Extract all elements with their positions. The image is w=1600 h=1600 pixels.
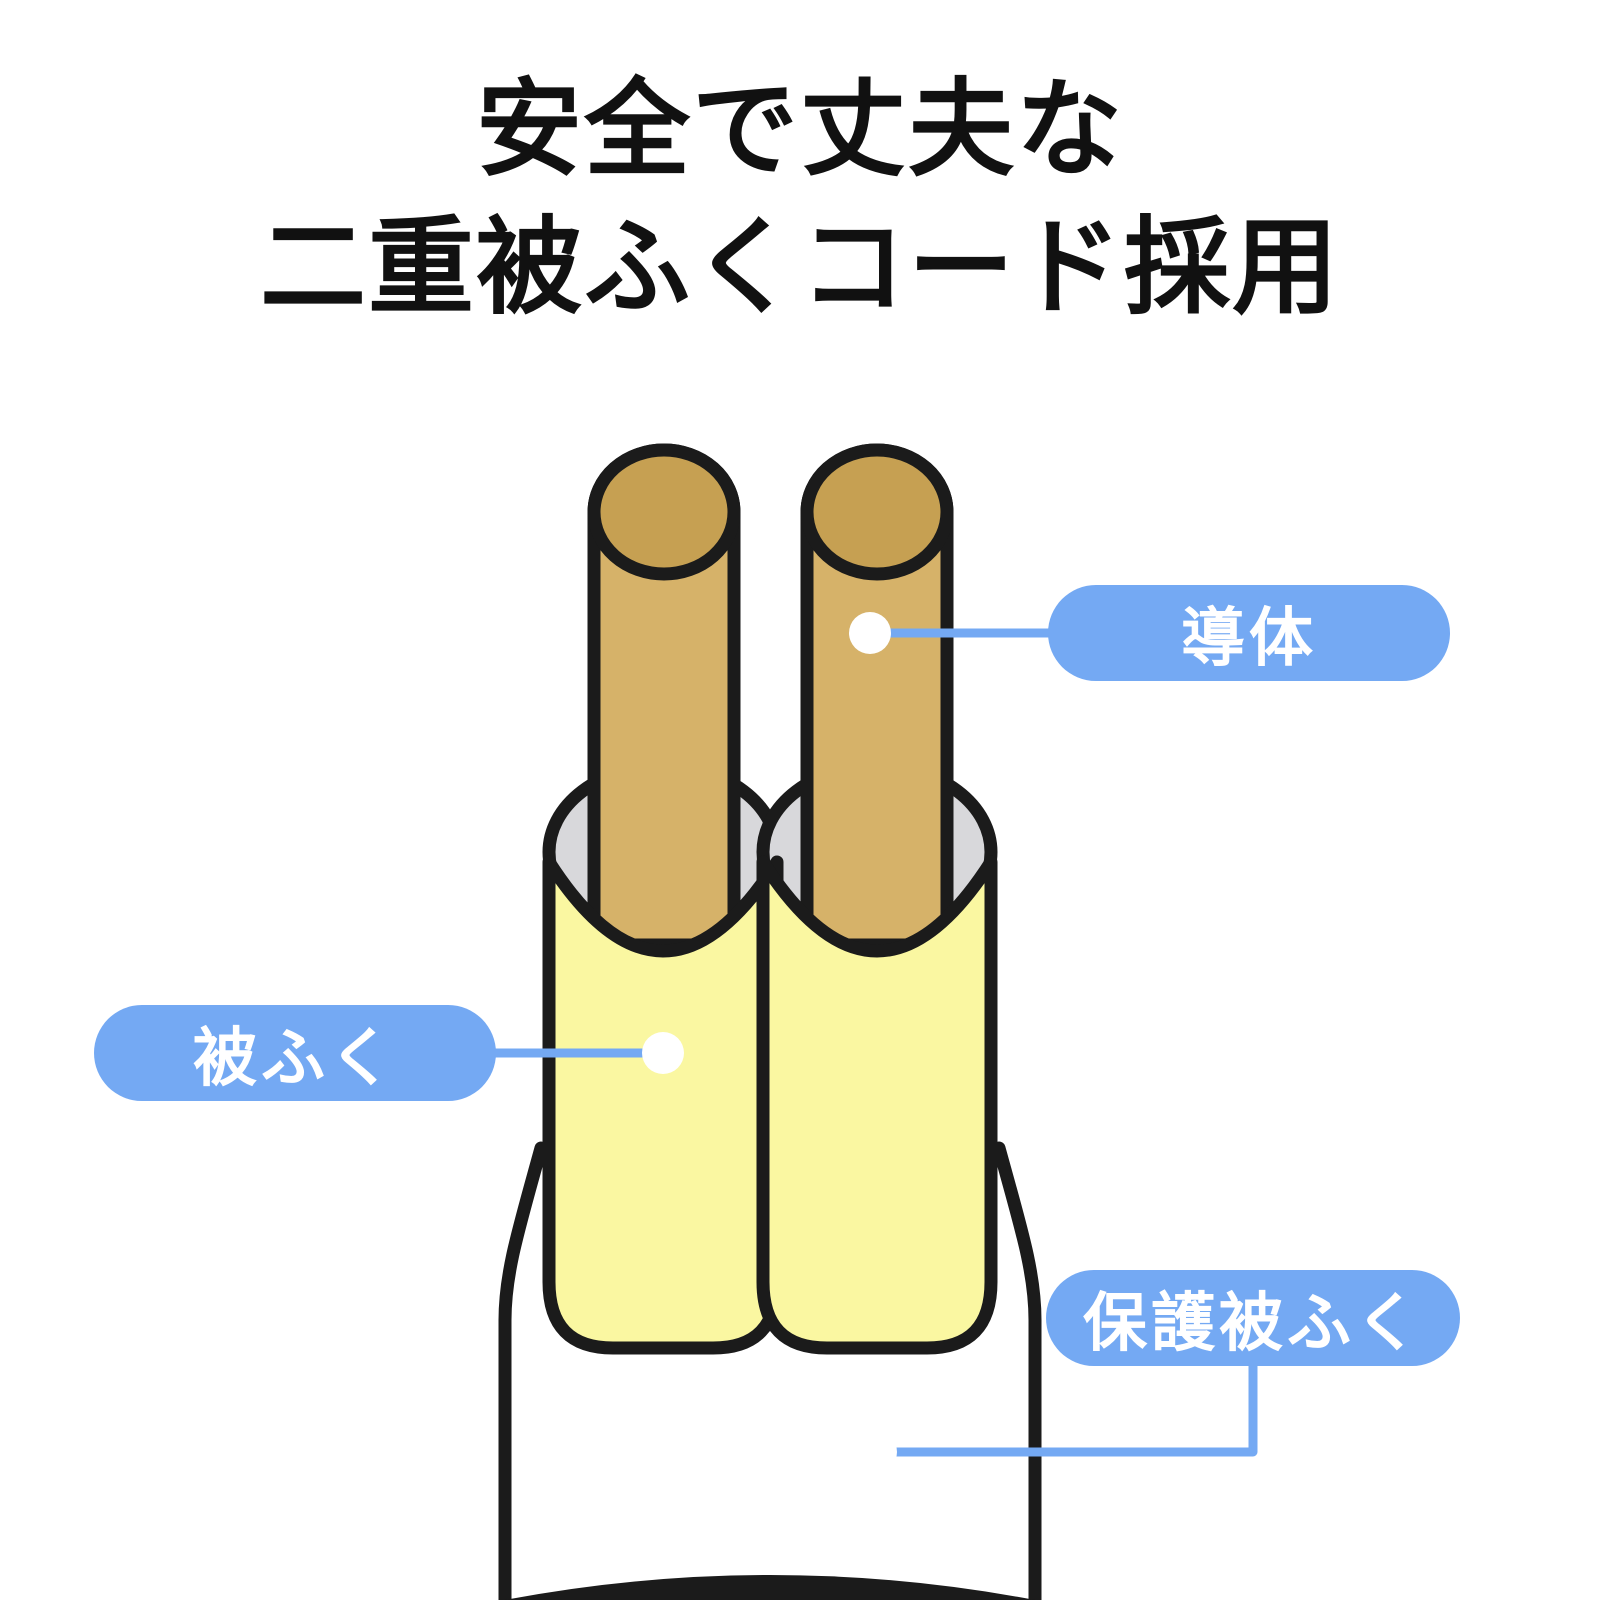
protective-sheath-callout-dot <box>855 1431 897 1473</box>
conductor-callout-dot <box>849 612 891 654</box>
protective-sheath-label: 保護被ふく <box>1046 1270 1460 1366</box>
insulation-label: 被ふく <box>94 1005 496 1101</box>
protective-sheath-callout-line <box>877 1357 1258 1457</box>
protective-sheath-right-edge <box>992 1141 1042 1600</box>
insulation-label-text: 被ふく <box>193 1022 397 1094</box>
page-title-line2: 二重被ふくコード採用 <box>260 208 1340 327</box>
conductor-label: 導体 <box>1048 585 1450 681</box>
page-title-line1: 安全で丈夫な <box>476 71 1124 189</box>
page-title: 安全で丈夫な 二重被ふくコード採用 <box>0 62 1600 338</box>
protective-sheath-label-text: 保護被ふく <box>1083 1287 1423 1359</box>
conductor-right-cap <box>800 443 954 581</box>
conductor-left-cap <box>587 443 741 581</box>
protective-sheath-left-edge <box>498 1141 548 1600</box>
cable-bottom-edge <box>505 1575 1035 1600</box>
insulation-callout-dot <box>642 1032 684 1074</box>
insulation-right <box>756 855 998 1355</box>
conductor-label-text: 導体 <box>1181 602 1317 674</box>
